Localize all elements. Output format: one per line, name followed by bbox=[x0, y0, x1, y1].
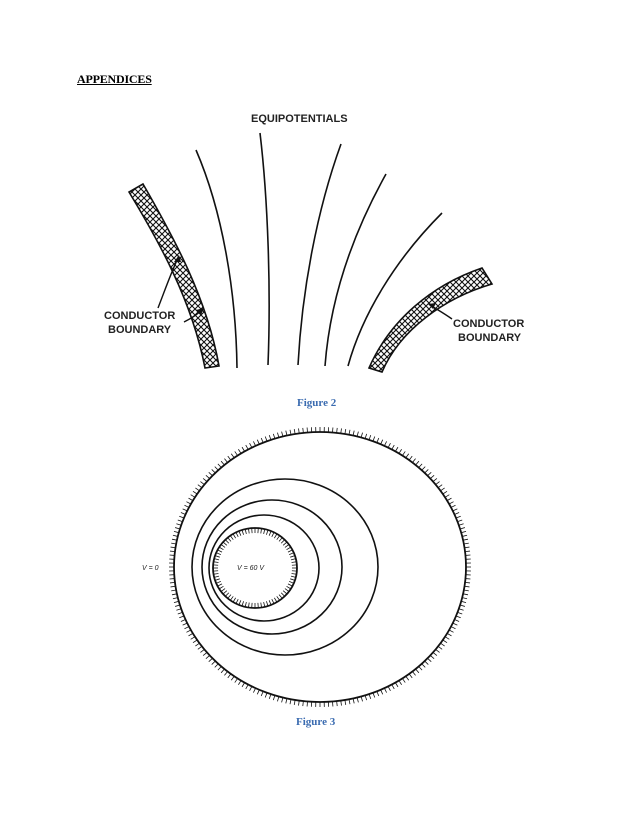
boundary-tick bbox=[235, 599, 239, 604]
boundary-tick bbox=[241, 529, 244, 535]
equipotential-line bbox=[347, 212, 443, 367]
equipotential-ellipse bbox=[191, 478, 379, 656]
boundary-tick bbox=[232, 533, 237, 539]
equipotential-line bbox=[324, 173, 387, 367]
boundary-tick bbox=[290, 558, 296, 561]
boundary-tick bbox=[244, 601, 247, 607]
boundary-tick bbox=[290, 555, 296, 558]
boundary-tick bbox=[214, 578, 220, 581]
boundary-tick bbox=[238, 530, 242, 536]
equipotential-lines bbox=[195, 132, 443, 369]
boundary-tick bbox=[216, 581, 221, 584]
equipotential-line bbox=[195, 149, 238, 369]
equipotential-ellipse bbox=[201, 499, 343, 635]
boundary-tick bbox=[289, 581, 294, 584]
boundary-tick bbox=[232, 597, 237, 603]
boundary-tick bbox=[290, 578, 296, 581]
boundary-tick bbox=[286, 585, 292, 590]
equipotential-line bbox=[259, 132, 270, 366]
equipotential-ellipses bbox=[191, 478, 379, 656]
appendices-heading: APPENDICES bbox=[77, 72, 152, 86]
boundary-tick bbox=[238, 600, 242, 606]
boundary-tick bbox=[214, 558, 220, 561]
outer-boundary-ticks bbox=[169, 427, 471, 707]
boundary-tick bbox=[266, 601, 269, 607]
right-conductor-boundary bbox=[367, 267, 494, 373]
equipotential-ellipse bbox=[208, 514, 320, 622]
right-conductor-label-line2: BOUNDARY bbox=[458, 332, 522, 344]
boundary-tick bbox=[273, 533, 278, 539]
boundary-tick bbox=[287, 583, 293, 587]
boundary-tick bbox=[266, 529, 269, 535]
right-conductor-label-line1: CONDUCTOR bbox=[453, 318, 524, 330]
outer-potential-label: V = 0 bbox=[142, 565, 159, 572]
boundary-tick bbox=[289, 552, 294, 555]
arrow-head bbox=[174, 255, 181, 262]
boundary-tick bbox=[217, 549, 223, 553]
left-conductor-label-line1: CONDUCTOR bbox=[104, 310, 175, 322]
left-conductor-label-line2: BOUNDARY bbox=[108, 324, 172, 336]
boundary-tick bbox=[263, 529, 266, 535]
equipotential-line bbox=[297, 143, 342, 366]
equipotentials-label: EQUIPOTENTIALS bbox=[251, 113, 348, 125]
boundary-tick bbox=[214, 555, 220, 558]
inner-potential-label: V = 60 V bbox=[237, 565, 265, 572]
boundary-tick bbox=[287, 549, 293, 553]
boundary-tick bbox=[290, 575, 296, 578]
outer-conductor-boundary bbox=[173, 431, 467, 703]
figure-3-diagram: V = 0 V = 60 V bbox=[142, 427, 471, 707]
boundary-tick bbox=[216, 552, 221, 555]
inner-conductor-boundary bbox=[212, 527, 298, 609]
boundary-tick bbox=[268, 530, 272, 536]
boundary-tick bbox=[217, 583, 223, 587]
left-conductor-boundary bbox=[127, 182, 220, 369]
figure-2-caption: Figure 2 bbox=[297, 397, 337, 409]
boundary-tick bbox=[286, 546, 292, 551]
boundary-tick bbox=[244, 529, 247, 535]
boundary-tick bbox=[214, 575, 220, 578]
arrow-head bbox=[196, 308, 204, 315]
boundary-tick bbox=[271, 532, 275, 537]
figure-3-caption: Figure 3 bbox=[296, 716, 336, 728]
boundary-tick bbox=[268, 600, 272, 606]
boundary-tick bbox=[263, 601, 266, 607]
boundary-tick bbox=[218, 546, 224, 551]
figure-2-diagram: EQUIPOTENTIALS CONDUCTOR BOUNDARY CONDUC… bbox=[104, 113, 524, 373]
boundary-tick bbox=[235, 532, 239, 537]
arrow-head bbox=[428, 303, 436, 309]
boundary-tick bbox=[271, 599, 275, 604]
boundary-tick bbox=[218, 585, 224, 590]
boundary-tick bbox=[273, 597, 278, 603]
boundary-tick bbox=[241, 601, 244, 607]
